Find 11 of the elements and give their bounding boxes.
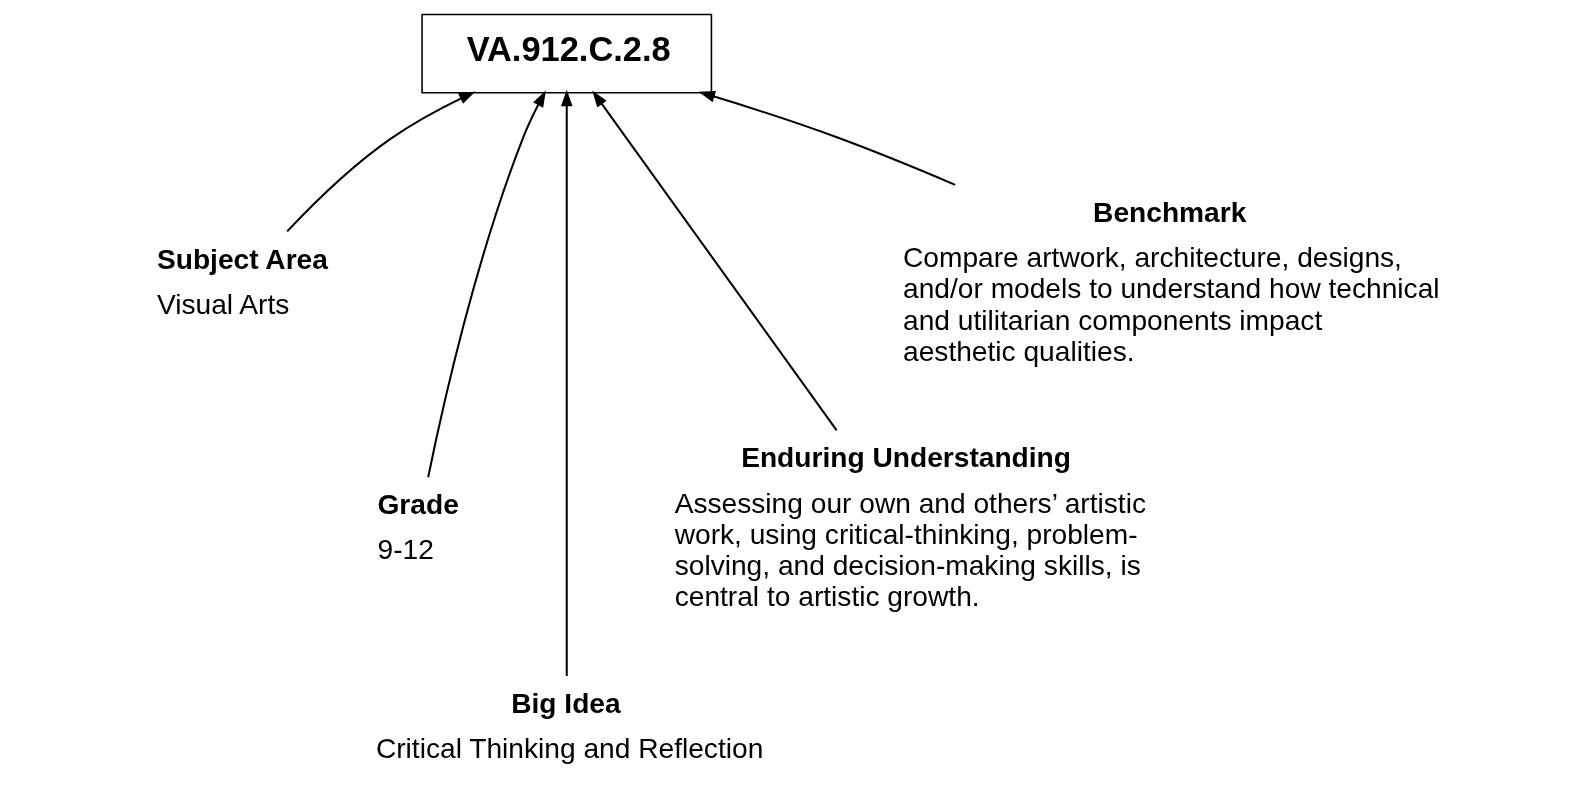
- node-text: Big Idea Critical Thinking and Reflection: [375, 687, 764, 765]
- arrow: [427, 90, 546, 478]
- arrow: [286, 91, 476, 233]
- node-text: Enduring Understanding Assessing our own and others’ artistic work, using critical-thinking, problem-solving, and decision-making skills, is central to artistic growth.: [674, 442, 1146, 613]
- node-text: Grade 9-12: [377, 489, 459, 566]
- arrow: [560, 89, 573, 677]
- node-text: Benchmark Compare artwork, architecture, designs, and/or models to understand how technical and utilitarian components impact aesthetic qualities.: [903, 196, 1440, 367]
- node-box: VA.912.C.2.8: [421, 13, 713, 94]
- node-text: Subject Area Visual Arts: [156, 243, 328, 320]
- arrow: [698, 91, 956, 186]
- arrow: [592, 90, 838, 431]
